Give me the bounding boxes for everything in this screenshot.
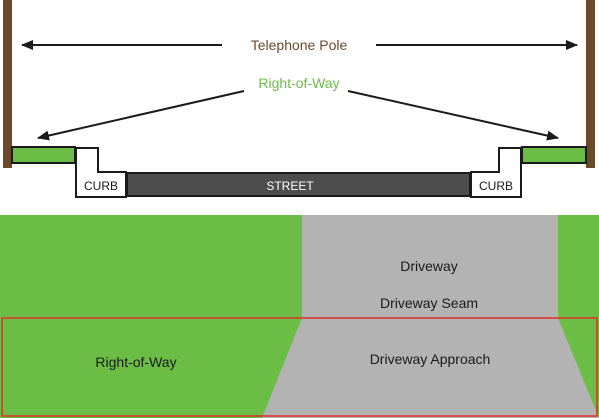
row-arrow-left — [37, 90, 245, 141]
right-of-way-label-bottom: Right-of-Way — [95, 354, 176, 370]
curb-right-label: CURB — [479, 179, 513, 193]
driveway-approach-area — [262, 318, 599, 418]
telephone-pole-left — [3, 0, 12, 168]
driveway-seam-label: Driveway Seam — [380, 295, 478, 311]
street-slab — [126, 172, 471, 197]
curb-left-label: CURB — [84, 179, 118, 193]
telephone-pole-right — [586, 0, 595, 168]
street-label: STREET — [266, 179, 314, 193]
driveway-approach-label: Driveway Approach — [370, 351, 491, 367]
row-arrow-right — [347, 90, 559, 141]
telephone-pole-label: Telephone Pole — [251, 37, 348, 53]
driveway-area — [302, 215, 558, 318]
right-of-way-outline — [1, 317, 598, 417]
right-of-way-label-top: Right-of-Way — [258, 75, 339, 91]
grass-strip-left — [11, 146, 76, 164]
grass-strip-right — [521, 146, 587, 164]
driveway-label: Driveway — [400, 258, 458, 274]
